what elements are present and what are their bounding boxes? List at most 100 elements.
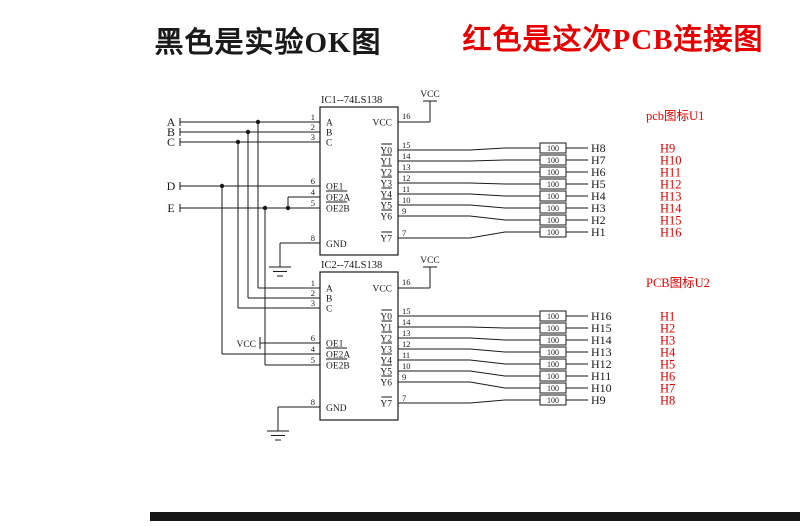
pin-number: 11 bbox=[402, 350, 410, 360]
pcb-net-label: H11 bbox=[660, 166, 681, 180]
pin-label: Y1 bbox=[380, 324, 392, 334]
output-wire bbox=[398, 399, 540, 404]
output-wire bbox=[398, 159, 540, 162]
net-label: H10 bbox=[591, 381, 612, 395]
pin-label: Y0 bbox=[380, 313, 392, 323]
pin-label: B bbox=[326, 295, 332, 305]
vcc-label-ic2-oe1: VCC bbox=[236, 340, 256, 350]
pcb-net-label: H9 bbox=[660, 142, 675, 156]
pin-number: 15 bbox=[402, 140, 411, 150]
resistor-value: 100 bbox=[547, 204, 559, 213]
pin-number: 7 bbox=[402, 393, 406, 403]
ic-name: IC1--74LS138 bbox=[321, 95, 382, 106]
pin-label: GND bbox=[326, 404, 347, 414]
pin-number: 12 bbox=[402, 173, 411, 183]
pin-number: 12 bbox=[402, 339, 411, 349]
pin-label: OE1 bbox=[326, 340, 344, 350]
output-wire bbox=[398, 193, 540, 197]
pin-label: Y6 bbox=[380, 379, 392, 389]
pin-label: Y2 bbox=[380, 169, 392, 179]
junction-dot bbox=[262, 205, 268, 211]
net-label: H1 bbox=[591, 225, 606, 239]
screenshot-edge-bar bbox=[150, 512, 800, 521]
pin-number: 14 bbox=[402, 317, 411, 327]
title-experiment-ok: 黑色是实验OK图 bbox=[154, 25, 381, 59]
pcb-net-label: H1 bbox=[660, 310, 675, 324]
pin-number: 3 bbox=[311, 132, 315, 142]
pin-number: 6 bbox=[311, 333, 315, 343]
net-label: H5 bbox=[591, 177, 606, 191]
net-label: H6 bbox=[591, 165, 606, 179]
pcb-net-label: H13 bbox=[660, 190, 682, 204]
pin-label: Y5 bbox=[380, 368, 392, 378]
pin-number: 13 bbox=[402, 162, 411, 172]
pin-number: 7 bbox=[402, 228, 406, 238]
resistor-value: 100 bbox=[547, 372, 559, 381]
pin-label: C bbox=[326, 305, 332, 315]
ic-name: IC2--74LS138 bbox=[321, 260, 382, 271]
output-wire bbox=[398, 231, 540, 239]
net-label: H8 bbox=[591, 141, 606, 155]
pin-number: 4 bbox=[311, 344, 316, 354]
junction-dot bbox=[245, 129, 251, 135]
pin-label: Y1 bbox=[380, 158, 392, 168]
resistor-value: 100 bbox=[547, 228, 559, 237]
pin-number: 8 bbox=[311, 397, 315, 407]
pin-label: Y3 bbox=[380, 180, 392, 190]
pin-label: Y4 bbox=[380, 191, 392, 201]
pin-number: 15 bbox=[402, 306, 411, 316]
output-wire bbox=[398, 359, 540, 365]
pin-label: C bbox=[326, 139, 332, 149]
pin-number: 11 bbox=[402, 184, 410, 194]
resistor-value: 100 bbox=[547, 396, 559, 405]
pcb-net-label: H6 bbox=[660, 370, 675, 384]
output-wire bbox=[398, 215, 540, 221]
pin-label: VCC bbox=[372, 119, 392, 129]
net-label: H12 bbox=[591, 357, 612, 371]
net-label: H3 bbox=[591, 201, 606, 215]
pcb-group-header: pcb图标U1 bbox=[646, 109, 704, 123]
pin-label: A bbox=[326, 119, 333, 129]
pin-number: 10 bbox=[402, 361, 411, 371]
pin-label: Y7 bbox=[380, 400, 392, 410]
resistor-value: 100 bbox=[547, 360, 559, 369]
pcb-net-label: H15 bbox=[660, 214, 682, 228]
net-label: H4 bbox=[591, 189, 606, 203]
pin-number: 9 bbox=[402, 372, 406, 382]
pin-label: OE2A bbox=[326, 194, 350, 204]
signal-label-b: B bbox=[167, 125, 175, 139]
ic-body bbox=[319, 271, 399, 421]
net-label: H9 bbox=[591, 393, 606, 407]
resistor-value: 100 bbox=[547, 168, 559, 177]
pin-number: 10 bbox=[402, 195, 411, 205]
output-wire bbox=[398, 147, 540, 151]
output-wire bbox=[398, 348, 540, 353]
pcb-net-label: H2 bbox=[660, 322, 675, 336]
pcb-net-label: H3 bbox=[660, 334, 675, 348]
pin-label: VCC bbox=[372, 285, 392, 295]
pin-number: 1 bbox=[311, 112, 315, 122]
pcb-net-label: H10 bbox=[660, 154, 682, 168]
junction-dot bbox=[235, 139, 241, 145]
net-label: H11 bbox=[591, 369, 611, 383]
pin-label: Y2 bbox=[380, 335, 392, 345]
output-wire bbox=[398, 370, 540, 377]
pin-label: Y3 bbox=[380, 346, 392, 356]
pin-label: GND bbox=[326, 240, 347, 250]
signal-label-d: D bbox=[167, 179, 176, 193]
net-label: H2 bbox=[591, 213, 606, 227]
pin-number: 8 bbox=[311, 233, 315, 243]
pin-number: 16 bbox=[402, 111, 411, 121]
output-wire bbox=[398, 204, 540, 209]
junction-dot bbox=[285, 205, 291, 211]
pcb-net-label: H4 bbox=[660, 346, 676, 360]
net-label: H7 bbox=[591, 153, 606, 167]
pin-label: Y7 bbox=[380, 235, 392, 245]
resistor-value: 100 bbox=[547, 324, 559, 333]
pin-number: 1 bbox=[311, 278, 315, 288]
resistor-value: 100 bbox=[547, 216, 559, 225]
pin-number: 16 bbox=[402, 277, 411, 287]
output-wire bbox=[398, 182, 540, 185]
